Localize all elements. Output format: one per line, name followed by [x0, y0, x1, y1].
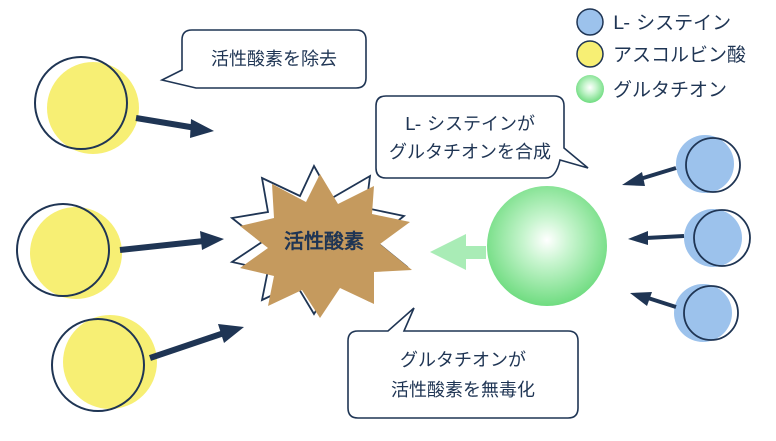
cysteine-molecule-2: [684, 209, 751, 267]
arrow-cysteine-3: [630, 292, 677, 309]
legend: L- システイン アスコルビン酸 グルタチオン: [576, 8, 746, 103]
reactive-oxygen-burst: 活性酸素: [229, 164, 412, 318]
bubble-detox-line2: 活性酸素を無毒化: [391, 380, 535, 401]
arrow-ascorbic-2: [119, 231, 224, 253]
bubble-synthesis-line2: グルタチオンを合成: [389, 142, 551, 163]
ascorbic-molecule-3: [51, 315, 157, 412]
cysteine-molecule-3: [674, 284, 739, 342]
bubble-removal: 活性酸素を除去: [159, 29, 367, 89]
reactive-oxygen-label: 活性酸素: [284, 229, 364, 253]
cysteine-legend-icon: [576, 8, 604, 36]
glutathione-sphere: [487, 186, 607, 306]
bubble-removal-text: 活性酸素を除去: [211, 49, 337, 70]
ascorbic-molecule-2: [16, 203, 122, 299]
legend-label-glutathione: グルタチオン: [613, 79, 727, 101]
arrow-ascorbic-1: [135, 115, 214, 138]
arrow-ascorbic-3: [149, 324, 244, 361]
legend-label-ascorbic: アスコルビン酸: [613, 44, 746, 66]
arrow-cysteine-2: [628, 231, 685, 245]
cysteine-molecule-1: [676, 135, 741, 193]
legend-item-cysteine: L- システイン: [576, 8, 731, 36]
arrow-glutathione-to-oxygen: [430, 234, 486, 270]
bubble-detox: グルタチオンが 活性酸素を無毒化: [347, 307, 579, 419]
legend-item-ascorbic: アスコルビン酸: [576, 40, 746, 68]
glutathione-legend-icon: [576, 75, 604, 103]
bubble-synthesis: L- システインが グルタチオンを合成: [375, 95, 589, 179]
legend-label-cysteine: L- システイン: [613, 12, 731, 34]
ascorbic-legend-icon: [576, 40, 604, 68]
arrow-cysteine-1: [622, 166, 677, 186]
bubble-detox-line1: グルタチオンが: [400, 350, 526, 371]
ascorbic-molecule-1: [34, 56, 139, 154]
legend-item-glutathione: グルタチオン: [576, 75, 727, 103]
bubble-synthesis-line1: L- システインが: [405, 114, 535, 135]
